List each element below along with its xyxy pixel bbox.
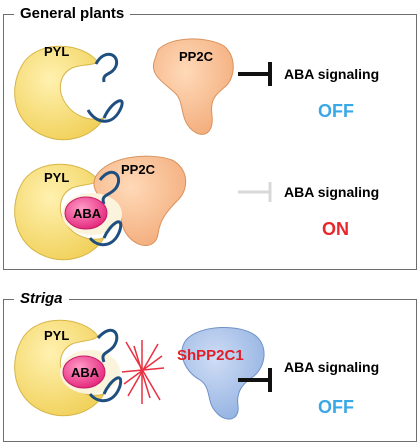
pyl-receptor-shape [14,163,106,261]
gate-loop-shape [86,52,124,123]
pp2c-phosphatase-shape [152,38,234,135]
inhibition-bar-inactive [238,182,272,202]
inhibition-bar-active [238,62,272,86]
general-plants-panel [3,14,417,270]
aba-signaling-label: ABA signaling [284,184,380,200]
aba-ligand-shape [64,196,108,230]
aba-label: ABA [71,365,100,380]
pyl-receptor-shape [14,45,106,141]
striga-panel-title: Striga [14,290,69,308]
aba-signaling-label: ABA signaling [284,359,380,375]
aba-signaling-label: ABA signaling [284,66,380,82]
general-plants-panel-title: General plants [14,5,131,23]
gate-loop-shape [88,328,123,403]
pyl-label: PYL [44,170,70,185]
inhibition-bar-active [238,368,272,392]
pp2c-label: PP2C [121,162,155,177]
status-off-label: OFF [318,397,354,417]
pp2c-label: PP2C [179,49,213,64]
shpp2c1-phosphatase-shape [181,327,265,420]
shpp2c1-label: ShPP2C1 [177,347,244,364]
striga-panel [3,299,417,442]
clash-mark-icon [121,340,165,404]
pyl-label: PYL [44,44,70,59]
aba-ligand-shape [62,355,106,389]
gate-loop-shape [88,170,123,247]
aba-label: ABA [73,206,102,221]
pyl-label: PYL [44,328,70,343]
status-on-label: ON [322,219,349,239]
pyl-receptor-shape [14,319,106,417]
status-off-label: OFF [318,101,354,121]
